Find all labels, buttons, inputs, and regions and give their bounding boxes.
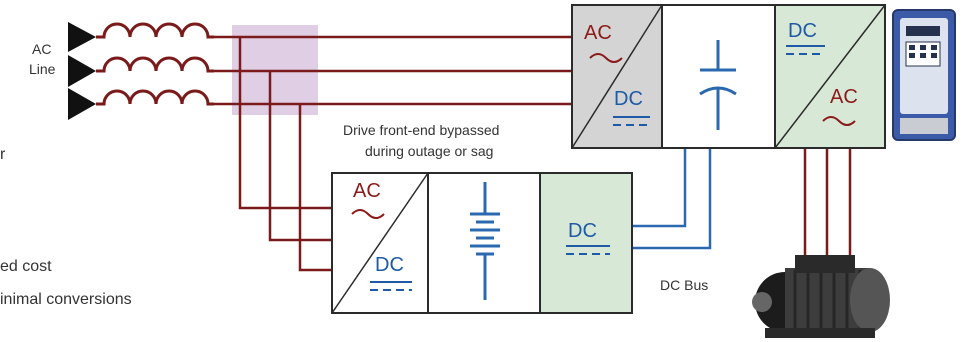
ac-line-label-2: Line: [29, 61, 56, 77]
drive-rectifier-out: DC: [614, 88, 643, 110]
ride-through-rectifier-in: AC: [353, 180, 381, 202]
ride-through-rectifier-out: DC: [375, 254, 404, 276]
capacitor-icon: [699, 40, 737, 130]
drive-converter-block: [571, 4, 886, 149]
ac-source-triangle-icon: [68, 22, 96, 120]
inductor-coil-icon: [96, 22, 214, 106]
drive-cabinet-icon: [892, 9, 956, 141]
battery-icon: [470, 182, 500, 300]
motor-icon: [752, 255, 890, 338]
drive-rectifier-in: AC: [584, 22, 612, 44]
bypass-note-1: Drive front-end bypassed: [343, 122, 500, 138]
cut-text-3: inimal conversions: [0, 291, 132, 308]
dc-symbols: [370, 45, 825, 291]
ac-wires: [214, 35, 852, 272]
ride-through-dc-output: DC: [568, 220, 597, 242]
ac-line-label-1: AC: [32, 41, 52, 57]
cut-text-2: ed cost: [0, 258, 52, 275]
cut-text-1: r: [0, 146, 6, 163]
dc-bus-wires: [632, 148, 712, 250]
dc-bus-label: DC Bus: [660, 277, 709, 293]
ac-symbols: [351, 53, 856, 219]
drive-inverter-in: DC: [788, 20, 817, 42]
bypass-note-2: during outage or sag: [365, 143, 494, 159]
drive-inverter-out: AC: [830, 86, 858, 108]
